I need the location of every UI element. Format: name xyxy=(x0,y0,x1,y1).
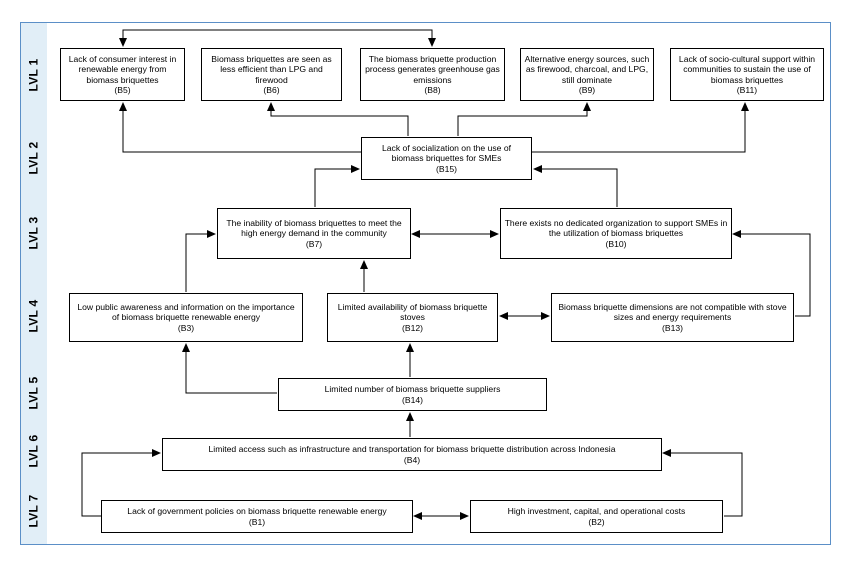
node-b4-text: Limited access such as infrastructure an… xyxy=(208,444,616,455)
edge-b15-b5 xyxy=(119,102,362,153)
node-b13-text: Biomass briquette dimensions are not com… xyxy=(558,301,787,323)
node-b11-code: (B11) xyxy=(736,84,758,95)
node-b8-code: (B8) xyxy=(424,84,441,95)
node-b1-text: Lack of government policies on biomass b… xyxy=(127,506,387,517)
node-b5: Lack of consumer interest in renewable e… xyxy=(60,48,185,101)
node-b1: Lack of government policies on biomass b… xyxy=(101,500,413,533)
edge-b10-b15 xyxy=(533,165,618,207)
node-b2: High investment, capital, and operationa… xyxy=(470,500,723,533)
edge-b15-b6 xyxy=(267,102,409,136)
node-b1-code: (B1) xyxy=(248,516,266,527)
node-b15-code: (B15) xyxy=(435,163,457,174)
node-b15: Lack of socialization on the use of biom… xyxy=(361,137,532,180)
node-b5-code: (B5) xyxy=(114,84,131,95)
node-b7: The inability of biomass briquettes to m… xyxy=(217,208,411,259)
node-b3: Low public awareness and information on … xyxy=(69,293,303,342)
edge-b3-b7 xyxy=(185,230,216,292)
node-b3-code: (B3) xyxy=(177,322,195,333)
node-b8: The biomass briquette production process… xyxy=(360,48,505,101)
node-b12-code: (B12) xyxy=(401,322,423,333)
edge-b5-b8 xyxy=(119,29,436,47)
node-b12-text: Limited availability of biomass briquett… xyxy=(337,301,488,323)
node-b5-text: Lack of consumer interest in renewable e… xyxy=(68,53,177,85)
node-b11: Lack of socio-cultural support within co… xyxy=(670,48,824,101)
node-b2-text: High investment, capital, and operationa… xyxy=(507,506,686,517)
node-b4-code: (B4) xyxy=(403,454,421,465)
node-b3-text: Low public awareness and information on … xyxy=(77,301,295,323)
node-b9-code: (B9) xyxy=(578,84,596,95)
node-b10: There exists no dedicated organization t… xyxy=(500,208,732,259)
edge-b2-b4 xyxy=(662,449,743,517)
node-b10-text: There exists no dedicated organization t… xyxy=(504,217,728,239)
node-b2-code: (B2) xyxy=(588,516,605,527)
node-b7-text: The inability of biomass briquettes to m… xyxy=(226,217,402,239)
node-b11-text: Lack of socio-cultural support within co… xyxy=(678,53,816,85)
node-b4: Limited access such as infrastructure an… xyxy=(162,438,662,471)
node-b9: Alternative energy sources, such as fire… xyxy=(520,48,654,101)
node-b6: Biomass briquettes are seen as less effi… xyxy=(201,48,342,101)
node-b6-text: Biomass briquettes are seen as less effi… xyxy=(211,53,332,85)
edge-b7-b15 xyxy=(314,165,360,207)
node-b12: Limited availability of biomass briquett… xyxy=(327,293,498,342)
node-b13-code: (B13) xyxy=(661,322,683,333)
level-strip xyxy=(21,23,47,544)
node-b14: Limited number of biomass briquette supp… xyxy=(278,378,547,411)
node-b14-code: (B14) xyxy=(401,394,423,405)
edge-b14-b3 xyxy=(182,343,277,394)
node-b13: Biomass briquette dimensions are not com… xyxy=(551,293,794,342)
edge-b15-b9 xyxy=(457,102,591,136)
node-b10-code: (B10) xyxy=(605,238,627,249)
node-b6-code: (B6) xyxy=(263,84,280,95)
node-b14-text: Limited number of biomass briquette supp… xyxy=(324,384,501,395)
node-b7-code: (B7) xyxy=(305,238,323,249)
edge-b1-b4 xyxy=(81,449,161,517)
node-b15-text: Lack of socialization on the use of biom… xyxy=(382,142,511,164)
node-b8-text: The biomass briquette production process… xyxy=(365,53,500,85)
diagram-frame xyxy=(20,22,831,545)
node-b9-text: Alternative energy sources, such as fire… xyxy=(524,53,650,85)
edge-b13-b10 xyxy=(732,230,811,317)
edge-b15-b11 xyxy=(531,102,749,153)
